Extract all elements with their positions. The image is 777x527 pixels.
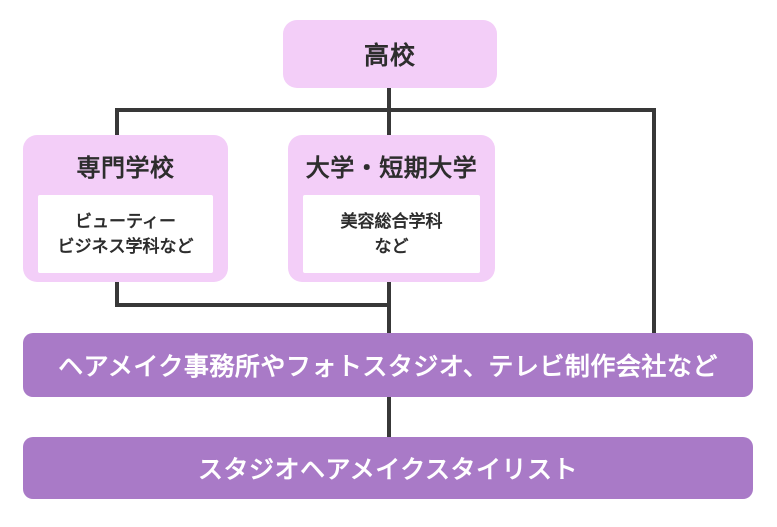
vocational-school-department: ビューティー ビジネス学科など: [38, 195, 213, 273]
connector-horizontal-middle: [115, 303, 391, 307]
node-high-school: 高校: [283, 20, 497, 88]
connector-horizontal-top: [115, 108, 656, 112]
university-department-line1: 美容総合学科: [340, 211, 443, 231]
workplace-bar-label: ヘアメイク事務所やフォトスタジオ、テレビ制作会社など: [58, 353, 718, 381]
university-title: 大学・短期大学: [305, 154, 478, 182]
node-workplace-bar: ヘアメイク事務所やフォトスタジオ、テレビ制作会社など: [23, 333, 753, 397]
node-vocational-school: 専門学校 ビューティー ビジネス学科など: [23, 135, 228, 282]
connector-left-drop: [115, 108, 119, 137]
high-school-label: 高校: [363, 42, 416, 70]
node-university: 大学・短期大学 美容総合学科 など: [288, 135, 495, 282]
connector-bar1-bar2: [387, 397, 391, 438]
vocational-department-line1: ビューティー: [75, 211, 176, 231]
connector-daigaku-down: [387, 280, 391, 334]
connector-right-drop: [652, 108, 656, 334]
vocational-department-line2: ビジネス学科など: [57, 237, 194, 256]
university-department: 美容総合学科 など: [303, 195, 480, 273]
vocational-school-title: 専門学校: [76, 154, 175, 182]
role-bar-label: スタジオヘアメイクスタイリスト: [197, 456, 578, 484]
university-department-line2: など: [374, 237, 409, 256]
connector-senmon-down: [115, 280, 119, 307]
node-role-bar: スタジオヘアメイクスタイリスト: [23, 437, 753, 499]
